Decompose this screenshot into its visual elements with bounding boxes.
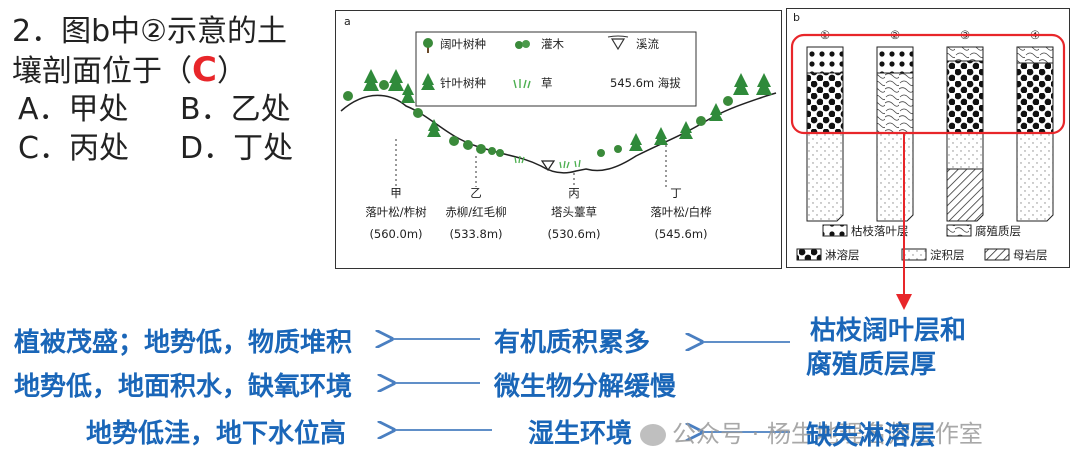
legend-grass: 草 [541, 76, 553, 90]
figure-a-panel: a 阔叶树种 灌木 溪流 针叶树种 草 545.6m 海拔 [335, 10, 782, 269]
figure-a-label: a [344, 15, 351, 28]
site-jia-alt: (560.0m) [369, 227, 422, 241]
conifer-trees-left [343, 69, 441, 137]
row3-observation: 缺失淋溶层 [806, 421, 937, 451]
legend-broadleaf: 阔叶树种 [440, 37, 486, 51]
watermark: 公众号 · 杨生地理名师工作室 [640, 414, 983, 449]
legend-shrub: 灌木 [541, 37, 564, 51]
site-jia-name: 甲 [390, 186, 402, 200]
legend-eluvial: 淋溶层 [825, 248, 860, 262]
legend-conifer: 针叶树种 [440, 76, 486, 90]
grass-patches [514, 155, 581, 169]
legend-deposit: 淀积层 [930, 248, 965, 262]
site-jia-veg: 落叶松/柞树 [365, 205, 427, 219]
watermark-text: 公众号 · 杨生地理名师工作室 [672, 420, 983, 448]
site-yi-alt: (533.8m) [449, 227, 502, 241]
broadleaf-trees-middle [449, 136, 504, 157]
broadleaf-legend-icon [423, 38, 433, 53]
row1-observation-2: 腐殖质层厚 [806, 350, 937, 380]
site-drop-lines [395, 139, 667, 187]
wechat-icon [640, 424, 666, 446]
answer-mark: C [192, 50, 217, 90]
site-ding-name: 丁 [670, 186, 682, 200]
option-b: B．乙处 [180, 92, 291, 127]
grass-legend-icon [513, 79, 531, 89]
top-layers-highlight [790, 33, 1066, 135]
site-bing-veg: 塔头薹草 [551, 205, 597, 219]
legend-litter: 枯枝落叶层 [851, 224, 909, 238]
row1-mid: 有机质积累多 [494, 328, 651, 358]
shrub-legend-icon [515, 40, 530, 49]
row3-cause: 地势低洼，地下水位高 [86, 419, 347, 449]
question-stem: 2．图b中②示意的土 [12, 14, 288, 49]
legend-humus-swatch [946, 224, 972, 237]
figure-b-label: b [793, 11, 800, 24]
legend-humus: 腐殖质层 [975, 224, 1021, 238]
legend-litter-swatch [822, 224, 848, 237]
stream-legend-icon [607, 35, 629, 51]
row2-cause: 地势低，地面积水，缺氧环境 [14, 372, 353, 402]
option-d: D．丁处 [180, 131, 294, 166]
legend-parent-swatch [984, 248, 1010, 261]
row1-cause: 植被茂盛；地势低，物质堆积 [14, 328, 353, 358]
site-bing-alt: (530.6m) [547, 227, 600, 241]
stream-marker-icon [540, 160, 556, 172]
figure-b-panel: b ① ② ③ ④ 枯枝落叶层 腐殖质层 淋溶层 淀积层 母岩层 [786, 8, 1070, 268]
figure-b-svg: b ① ② ③ ④ 枯枝落叶层 腐殖质层 淋溶层 淀积层 母岩层 [790, 11, 1066, 262]
soil-profile-1 [806, 46, 844, 222]
option-c: C．丙处 [18, 131, 129, 166]
question-stem-2-end: ） [216, 54, 247, 89]
legend-eluvial-swatch [796, 248, 822, 261]
legend-box [415, 31, 697, 107]
conifer-legend-icon [421, 73, 435, 90]
option-a: A．甲处 [18, 92, 129, 127]
site-bing-name: 丙 [568, 186, 580, 200]
legend-altitude: 545.6m 海拔 [610, 76, 681, 90]
site-ding-alt: (545.6m) [654, 227, 707, 241]
legend-deposit-swatch [901, 248, 927, 261]
figure-a-svg: a 阔叶树种 灌木 溪流 针叶树种 草 545.6m 海拔 [340, 15, 777, 241]
legend-parent: 母岩层 [1013, 248, 1048, 262]
question-stem-2: 壤剖面位于（ [12, 54, 192, 89]
site-yi-name: 乙 [470, 186, 482, 200]
legend-stream: 溪流 [636, 37, 659, 51]
soil-profile-4 [1016, 46, 1054, 222]
conifer-trees-right [597, 73, 772, 157]
site-ding-veg: 落叶松/白桦 [650, 205, 711, 219]
row3-mid: 湿生环境 [528, 419, 633, 449]
question-line-2: 壤剖面位于（C） [12, 52, 247, 90]
row2-mid: 微生物分解缓慢 [494, 372, 677, 402]
row1-observation-1: 枯枝阔叶层和 [810, 316, 967, 346]
site-yi-veg: 赤柳/红毛柳 [445, 205, 506, 219]
question-line-1: 2．图b中②示意的土 [12, 14, 287, 50]
